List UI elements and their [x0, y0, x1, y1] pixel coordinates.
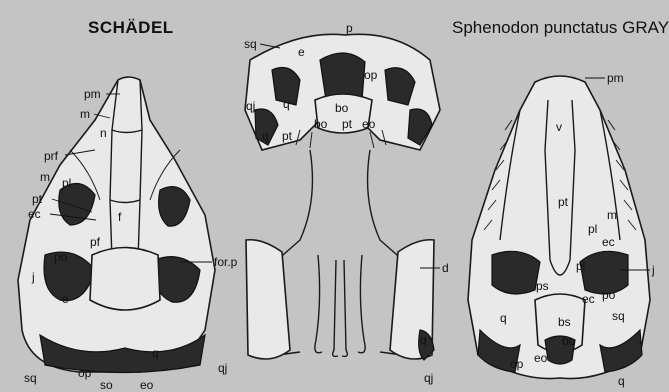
label-pt-occ: pt [342, 117, 353, 131]
label-eo: eo [140, 378, 154, 392]
label-ec: ec [28, 207, 41, 221]
label-q-ven: q [500, 311, 507, 325]
label-prf: prf [44, 149, 59, 163]
label-ps: ps [536, 279, 549, 293]
label-pt-ven: pt [558, 195, 569, 209]
label-ec2-ven: ec [582, 292, 595, 306]
label-j: j [31, 270, 35, 284]
label-ec-ven: ec [602, 235, 615, 249]
label-bo-ven: bo [562, 334, 576, 348]
label-pt: pt [32, 192, 43, 206]
label-q-occ: q [283, 97, 290, 111]
label-pm-ven: pm [607, 71, 624, 85]
label-q-jaw: q [420, 333, 427, 347]
label-po: po [54, 250, 68, 264]
label-pm: pm [84, 87, 101, 101]
label-qj-occ: qj [246, 99, 255, 113]
label-v: v [556, 120, 562, 134]
label-pl2-ven: pl [576, 259, 585, 273]
label-q2-ven: q [618, 374, 625, 388]
label-m2: m [40, 170, 50, 184]
label-bs: bs [558, 315, 571, 329]
label-eo-occ: eo [362, 117, 376, 131]
label-sq-occ: sq [244, 37, 257, 51]
label-bo2-occ: bo [314, 117, 328, 131]
label-so: so [100, 378, 113, 392]
label-m-ven: m [607, 208, 617, 222]
label-op: op [78, 366, 92, 380]
label-q2-occ: q [262, 129, 269, 143]
label-e: e [62, 292, 69, 306]
label-pf: pf [90, 235, 101, 249]
label-op-ven: op [510, 357, 524, 371]
label-p: p [346, 21, 353, 35]
label-e-occ: e [298, 45, 305, 59]
label-m: m [80, 107, 90, 121]
label-d: d [442, 261, 449, 275]
label-n: n [100, 126, 107, 140]
label-qj-jaw: qj [424, 371, 433, 385]
occipital-skull-view [245, 34, 440, 150]
label-po-ven: po [602, 288, 616, 302]
label-bo-occ: bo [335, 101, 349, 115]
label-sq-ven: sq [612, 309, 625, 323]
label-q: q [152, 346, 159, 360]
lower-jaw-view [246, 150, 434, 360]
label-j-ven: j [651, 263, 655, 277]
dorsal-skull-view [18, 77, 215, 373]
label-eo-ven: eo [534, 351, 548, 365]
label-pt2-occ: pt [282, 129, 293, 143]
label-sq: sq [24, 371, 37, 385]
label-pl: pl [62, 176, 71, 190]
label-pl-ven: pl [588, 222, 597, 236]
label-forp: for.p [214, 255, 238, 269]
label-qj: qj [218, 361, 227, 375]
label-op-occ: op [364, 68, 378, 82]
